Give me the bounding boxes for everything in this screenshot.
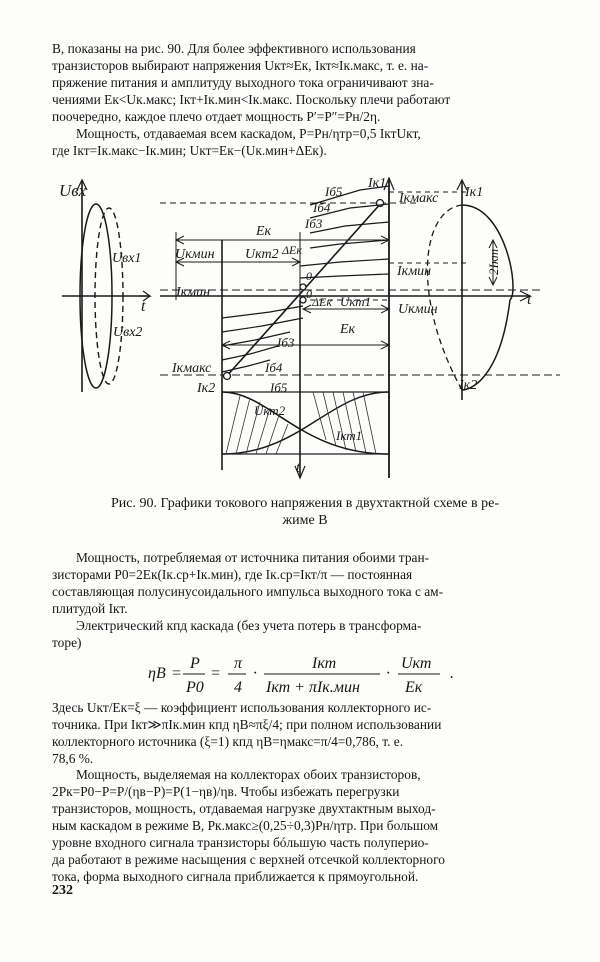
label-ib5-bot: Iб5: [269, 380, 288, 395]
label-ukmin-right: Uкмин: [398, 302, 438, 317]
label-ikmin-mid: Iкмин: [396, 264, 431, 279]
text-line: Электрический кпд каскада (без учета пот…: [76, 618, 422, 633]
label-t-right: t: [527, 291, 532, 308]
label-ik2: Iк2: [196, 381, 215, 396]
ik2-wave: [426, 204, 463, 391]
label-t-bottom: t: [296, 460, 301, 476]
label-ib4-bot: Iб4: [264, 360, 283, 375]
caption-line: Рис. 90. Графики токового напряжения в д…: [111, 496, 499, 511]
label-uvx1: Uвх1: [112, 251, 141, 266]
label-t-left: t: [141, 298, 146, 315]
label-delta-ek-top: ΔEк: [281, 243, 302, 257]
uvx1-wave: [79, 203, 113, 389]
label-delta-ek-mid: ΔEк: [311, 295, 332, 309]
formula-pi-num: π: [234, 655, 243, 672]
label-zero-top: 0: [306, 269, 312, 283]
label-2ikm: 2Iкт: [486, 249, 501, 275]
label-ib5-top: Iб5: [324, 184, 343, 199]
text-line: ным каскадом в режиме В, Pк.макс≥(0,25÷0…: [52, 818, 439, 833]
label-ukm2: Uкт2: [245, 247, 279, 262]
text-line: точника. При Iкт≫πIк.мин кпд ηВ≈πξ/4; пр…: [52, 717, 442, 732]
text-line: транзисторов, мощность, отдаваемая нагру…: [52, 801, 436, 816]
formula-eq: =: [171, 665, 182, 682]
label-ikmaks-left: Iкмакс: [171, 361, 212, 376]
figure-caption: Рис. 90. Графики токового напряжения в д…: [70, 495, 540, 529]
ik1-wave: [461, 204, 514, 391]
formula-eta: ηВ: [148, 665, 166, 682]
label-uvx2: Uвх2: [113, 325, 142, 340]
label-ek-mid: Eк: [339, 322, 356, 337]
label-ikmaks-top: Iкмакс: [398, 191, 439, 206]
label-ukmin-left: Uкмин: [175, 247, 215, 262]
text-line: торе): [52, 635, 82, 650]
formula-i-den: Iкт + πIк.мин: [265, 679, 360, 696]
efficiency-formula: ηВ = P P0 = π 4 · Iкт Iкт + πIк.мин · Uк…: [148, 655, 454, 696]
formula-dot1: ·: [253, 665, 257, 682]
formula-pi-den: 4: [234, 679, 242, 696]
text-line: Мощность, выделяемая на коллекторах обои…: [76, 767, 421, 782]
text-line: плитудой Iкт.: [52, 601, 128, 616]
text-line: коллекторного источника (ξ=1) кпд ηВ=ηма…: [52, 734, 404, 749]
label-ukm1: Uкт1: [340, 294, 371, 309]
text-line: уровне входного сигнала транзисторы бóль…: [52, 835, 429, 850]
label-ik2-right: Iк2: [458, 378, 477, 393]
formula-u-num: Uкт: [401, 655, 431, 672]
label-ik1-right: Iк1: [464, 185, 483, 200]
text-line: тока, форма выходного сигнала приближает…: [52, 869, 419, 884]
paragraph-collector-power: Мощность, выделяемая на коллекторах обои…: [52, 766, 548, 885]
paragraph-intro: В, показаны на рис. 90. Для более эффект…: [52, 40, 548, 159]
formula-p-num: P: [189, 655, 200, 672]
text-line: зисторами P0=2Eк(Iк.ср+Iк.мин), где Iк.с…: [52, 567, 413, 582]
label-ikmin-left: Iкмин: [175, 285, 210, 300]
text-line: чениями Eк<Uк.макс; Iкт+Iк.мин<Iк.макс. …: [52, 92, 451, 107]
text-line: В, показаны на рис. 90. Для более эффект…: [52, 41, 416, 56]
text-line: составляющая полусинусоидального импульс…: [52, 584, 444, 599]
label-zero-mid: 0: [306, 287, 312, 301]
formula-p-den: P0: [185, 679, 204, 696]
text-line: Мощность, потребляемая от источника пита…: [76, 550, 430, 565]
label-ukm2-low: Uкт2: [254, 403, 286, 418]
paragraph-efficiency: Электрический кпд каскада (без учета пот…: [52, 617, 548, 651]
text-line: да работают в режиме насыщения с верхней…: [52, 852, 445, 867]
text-line: Здесь Uкт/Eк=ξ — коэффициент использован…: [52, 700, 432, 715]
formula-i-num: Iкт: [311, 655, 336, 672]
text-line: 78,6 %.: [52, 751, 94, 766]
figure-90-diagram: Uвх Uвх1 Uвх2 t Iк1 Iкмакс Iб5 Iб4 Iб3 E…: [59, 176, 560, 480]
formula-u-den: Eк: [404, 679, 423, 696]
formula-eq2: =: [210, 665, 221, 682]
paragraph-coefficient: Здесь Uкт/Eк=ξ — коэффициент использован…: [52, 699, 548, 767]
text-line: Мощность, отдаваемая всем каскадом, P=Pн…: [76, 126, 421, 141]
label-ikm1: Iкт1: [335, 428, 362, 443]
formula-dot2: ·: [386, 665, 390, 682]
text-line: пряжение питания и амплитуду выходного т…: [52, 75, 434, 90]
caption-line: жиме В: [282, 513, 328, 528]
paragraph-power-consumed: Мощность, потребляемая от источника пита…: [52, 549, 548, 617]
text-line: где Iкт=Iк.макс−Iк.мин; Uкт=Eк−(Uк.мин+Δ…: [52, 143, 327, 158]
text-line: 2Pк=P0−P=P/(ηв−P)=P(1−ηв)/ηв. Чтобы избе…: [52, 784, 400, 799]
label-ik1-top: Iк1: [367, 176, 386, 191]
page-number: 232: [52, 883, 73, 898]
label-ib3-bot: Iб3: [276, 335, 295, 350]
label-ib3-top: Iб3: [304, 216, 323, 231]
label-uvx: Uвх: [59, 181, 87, 200]
label-ek-top: Eк: [255, 224, 272, 239]
formula-end: .: [450, 665, 454, 682]
text-line: поочередно, каждое плечо отдает мощность…: [52, 109, 381, 124]
label-ib4-top: Iб4: [312, 200, 331, 215]
text-line: транзисторов выбирают напряжения Uкт≈Eк,…: [52, 58, 429, 73]
uvx2-wave: [94, 207, 124, 385]
